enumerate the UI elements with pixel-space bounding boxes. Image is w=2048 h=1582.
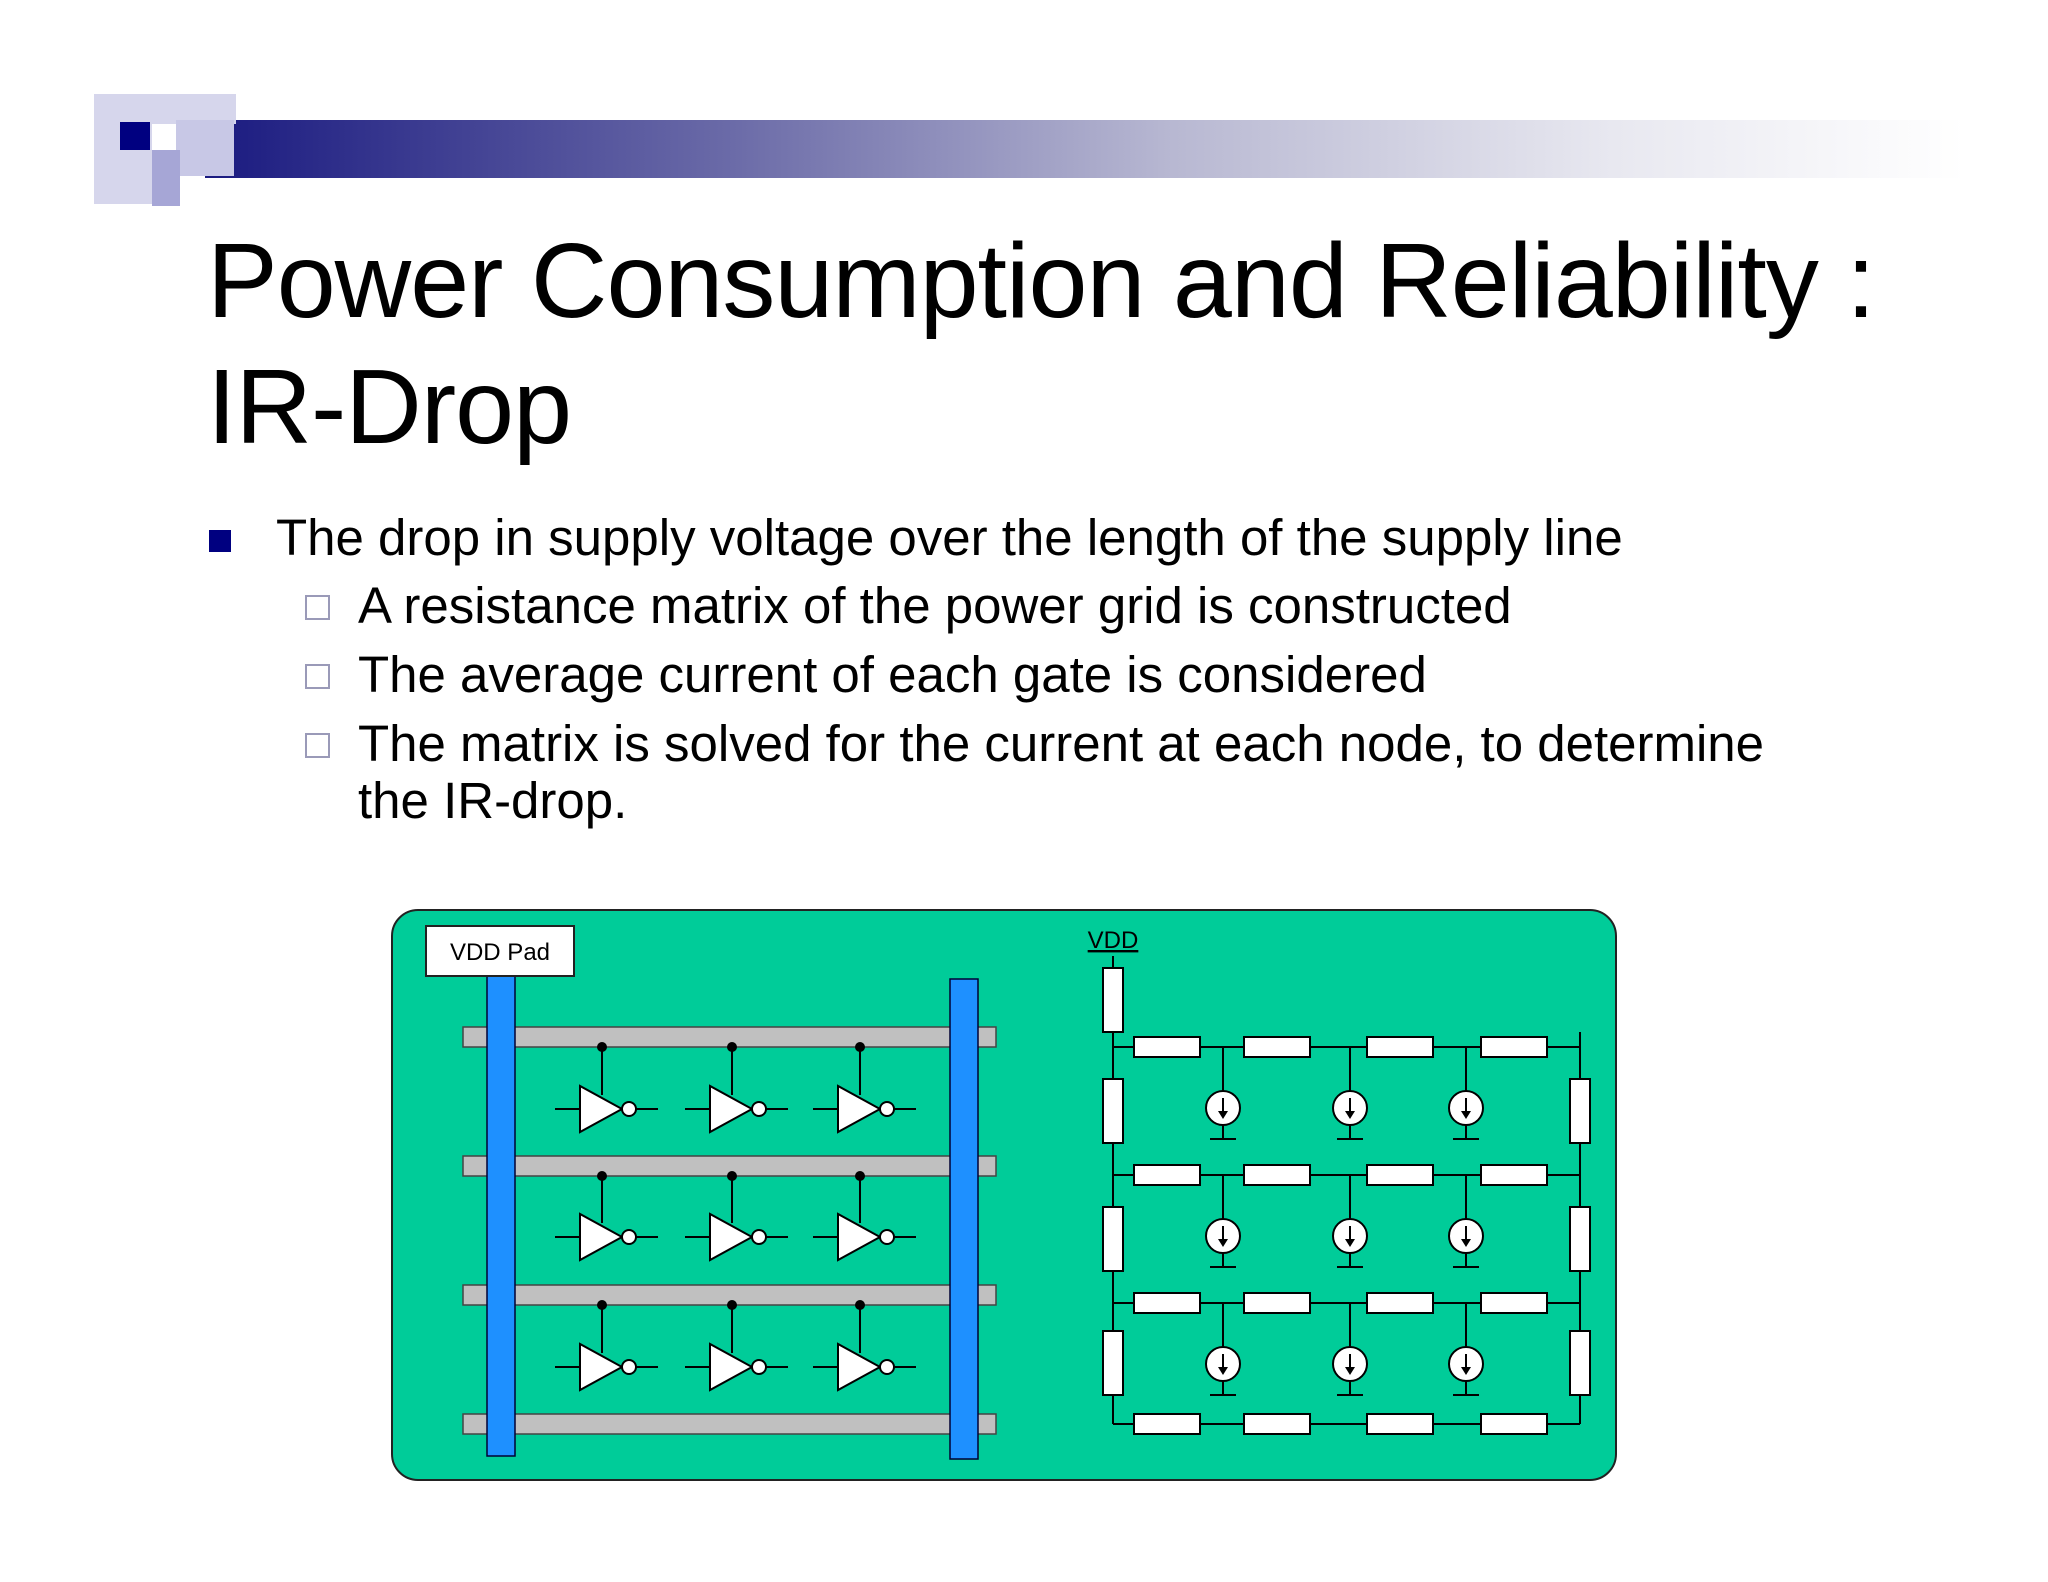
- inverter-symbol: [837, 1212, 883, 1262]
- current-arrow-head: [1345, 1111, 1355, 1119]
- resistor: [1133, 1413, 1201, 1435]
- current-arrow-head: [1461, 1111, 1471, 1119]
- bullet-text: The drop in supply voltage over the leng…: [276, 509, 1623, 566]
- tap-node-dot: [855, 1042, 865, 1052]
- current-arrow-head: [1461, 1239, 1471, 1247]
- vdd-pad-box: [425, 925, 575, 977]
- inverter-bubble: [751, 1359, 767, 1375]
- inverter-symbol: [709, 1084, 755, 1134]
- inverter-symbol: [579, 1212, 625, 1262]
- vdd-pad-label: VDD Pad: [450, 939, 550, 966]
- resistor: [1102, 967, 1124, 1033]
- vertical-power-rail: [949, 978, 979, 1460]
- horizontal-power-rail: [462, 1413, 997, 1435]
- resistor: [1480, 1413, 1548, 1435]
- tap-node-dot: [727, 1171, 737, 1181]
- resistor: [1569, 1206, 1591, 1272]
- inverter-symbol: [837, 1084, 883, 1134]
- inverter-bubble: [879, 1359, 895, 1375]
- resistor: [1102, 1078, 1124, 1144]
- current-arrow-head: [1218, 1367, 1228, 1375]
- sub-bullet-box-icon: [305, 664, 330, 689]
- tap-node-dot: [597, 1042, 607, 1052]
- header-square-dark: [120, 122, 150, 150]
- inverter-bubble: [751, 1101, 767, 1117]
- inverter-bubble: [621, 1101, 637, 1117]
- header-square-mid-2: [152, 150, 180, 206]
- resistor: [1133, 1164, 1201, 1186]
- resistor: [1366, 1292, 1434, 1314]
- resistor: [1243, 1036, 1311, 1058]
- resistor: [1133, 1292, 1201, 1314]
- resistor: [1569, 1330, 1591, 1396]
- tap-node-dot: [855, 1171, 865, 1181]
- current-arrow-head: [1461, 1367, 1471, 1375]
- slide-title-line-2: IR-Drop: [207, 348, 572, 466]
- sub-bullet-2: The average current of each gate is cons…: [358, 646, 1427, 703]
- bullet-square-icon: [209, 530, 231, 552]
- slide-title-line-1: Power Consumption and Reliability :: [207, 222, 1876, 340]
- inverter-bubble: [879, 1229, 895, 1245]
- resistor: [1102, 1206, 1124, 1272]
- inverter-symbol: [579, 1342, 625, 1392]
- resistor: [1133, 1036, 1201, 1058]
- sub-bullet-3-continued: the IR-drop.: [358, 772, 628, 829]
- tap-node-dot: [597, 1171, 607, 1181]
- resistor: [1569, 1078, 1591, 1144]
- resistor: [1243, 1292, 1311, 1314]
- inverter-symbol: [709, 1342, 755, 1392]
- resistor: [1480, 1164, 1548, 1186]
- inverter-bubble: [879, 1101, 895, 1117]
- sub-bullet-box-icon: [305, 595, 330, 620]
- tap-node-dot: [727, 1300, 737, 1310]
- current-arrow-head: [1218, 1239, 1228, 1247]
- header-square-mid: [176, 120, 234, 176]
- current-arrow-head: [1345, 1239, 1355, 1247]
- resistor: [1102, 1330, 1124, 1396]
- header-square-light-2: [152, 94, 236, 124]
- vdd-label: VDD: [1088, 927, 1139, 954]
- sub-bullet-box-icon: [305, 733, 330, 758]
- resistor: [1366, 1413, 1434, 1435]
- inverter-bubble: [621, 1359, 637, 1375]
- resistor: [1243, 1164, 1311, 1186]
- inverter-symbol: [579, 1084, 625, 1134]
- tap-node-dot: [597, 1300, 607, 1310]
- resistor: [1366, 1164, 1434, 1186]
- resistor: [1480, 1036, 1548, 1058]
- inverter-bubble: [751, 1229, 767, 1245]
- resistor: [1243, 1413, 1311, 1435]
- diagram-background: [391, 909, 1617, 1481]
- inverter-bubble: [621, 1229, 637, 1245]
- power-grid-layout: [462, 975, 997, 1460]
- sub-bullet-1: A resistance matrix of the power grid is…: [358, 577, 1512, 634]
- resistor: [1366, 1036, 1434, 1058]
- resistor: [1480, 1292, 1548, 1314]
- inverter-symbol: [837, 1342, 883, 1392]
- current-arrow-head: [1345, 1367, 1355, 1375]
- tap-node-dot: [855, 1300, 865, 1310]
- inverter-symbol: [709, 1212, 755, 1262]
- resistor-network: [1102, 956, 1591, 1435]
- sub-bullet-3: The matrix is solved for the current at …: [358, 715, 1765, 772]
- vertical-power-rail: [486, 975, 516, 1457]
- tap-node-dot: [727, 1042, 737, 1052]
- header-gradient-bar: [205, 120, 1965, 178]
- current-arrow-head: [1218, 1111, 1228, 1119]
